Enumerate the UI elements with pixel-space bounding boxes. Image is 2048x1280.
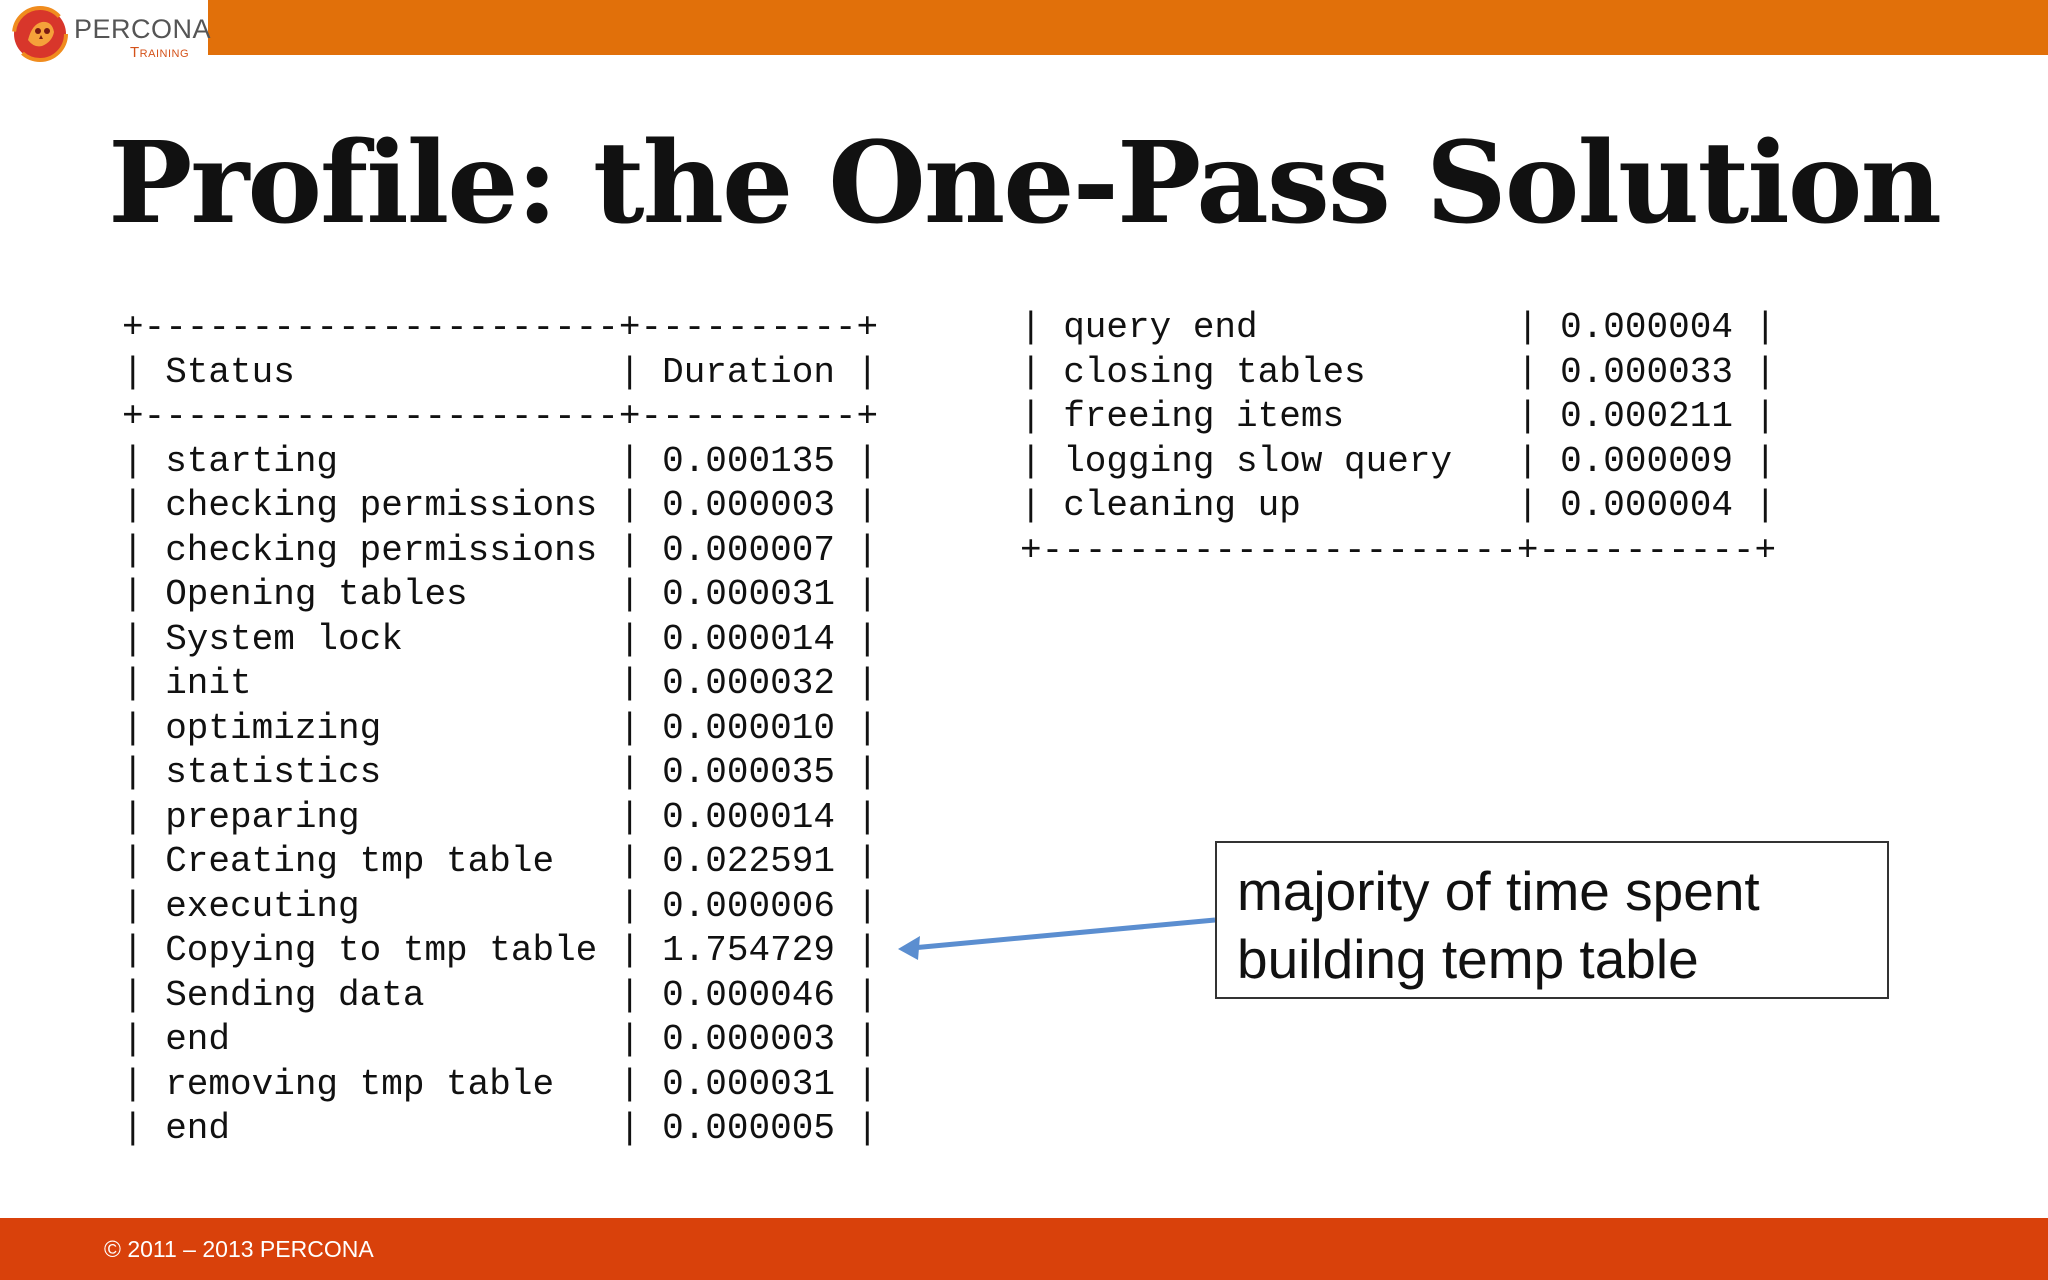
percona-owl-icon [12, 6, 68, 62]
logo-name: PERCONA [74, 14, 212, 44]
callout-line-1: majority of time spent [1237, 860, 1760, 922]
slide-title: Profile: the One-Pass Solution [108, 118, 1942, 249]
profile-table-left: +----------------------+----------+ | St… [122, 307, 879, 1149]
logo-subtitle: Training [130, 44, 189, 61]
callout-line-2: building temp table [1237, 928, 1699, 990]
top-bar [208, 0, 2048, 55]
copyright-text: © 2011 – 2013 PERCONA [104, 1236, 374, 1262]
profile-table-right: | query end | 0.000004 | | closing table… [1020, 307, 1777, 571]
percona-logo: PERCONA Training [12, 6, 212, 62]
footer-bar: © 2011 – 2013 PERCONA [0, 1218, 2048, 1280]
callout-box: majority of time spent building temp tab… [1215, 841, 1889, 999]
